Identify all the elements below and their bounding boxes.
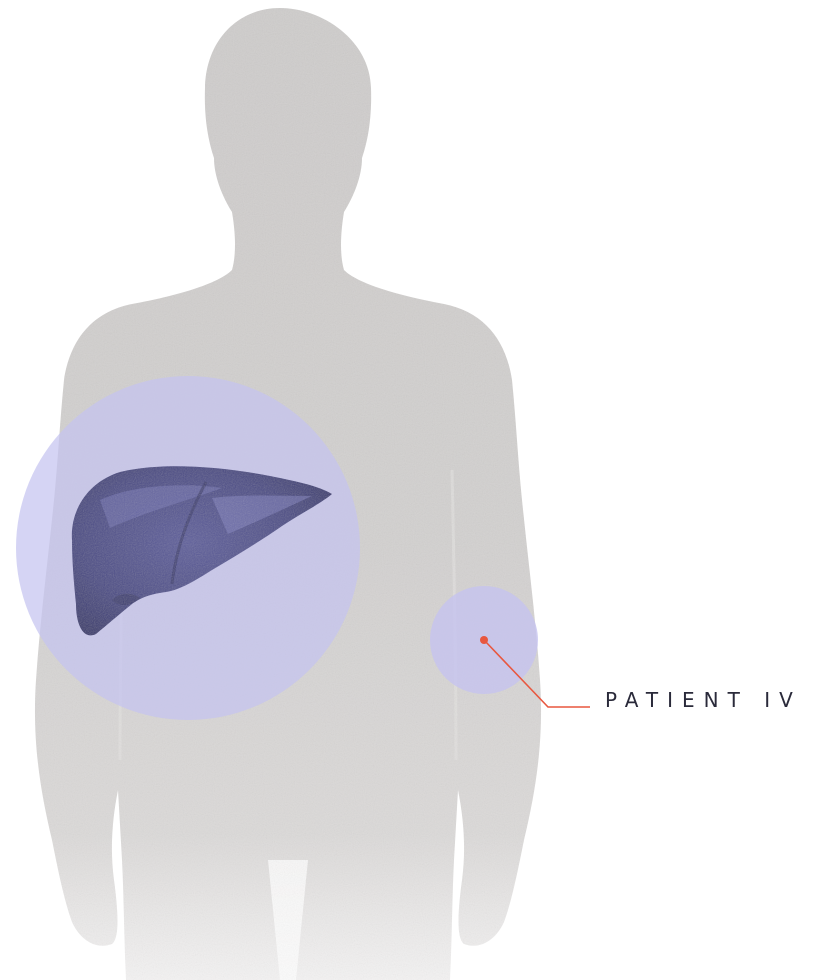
iv-site-dot [480, 636, 488, 644]
patient-iv-label: PATIENT IV [605, 688, 802, 712]
